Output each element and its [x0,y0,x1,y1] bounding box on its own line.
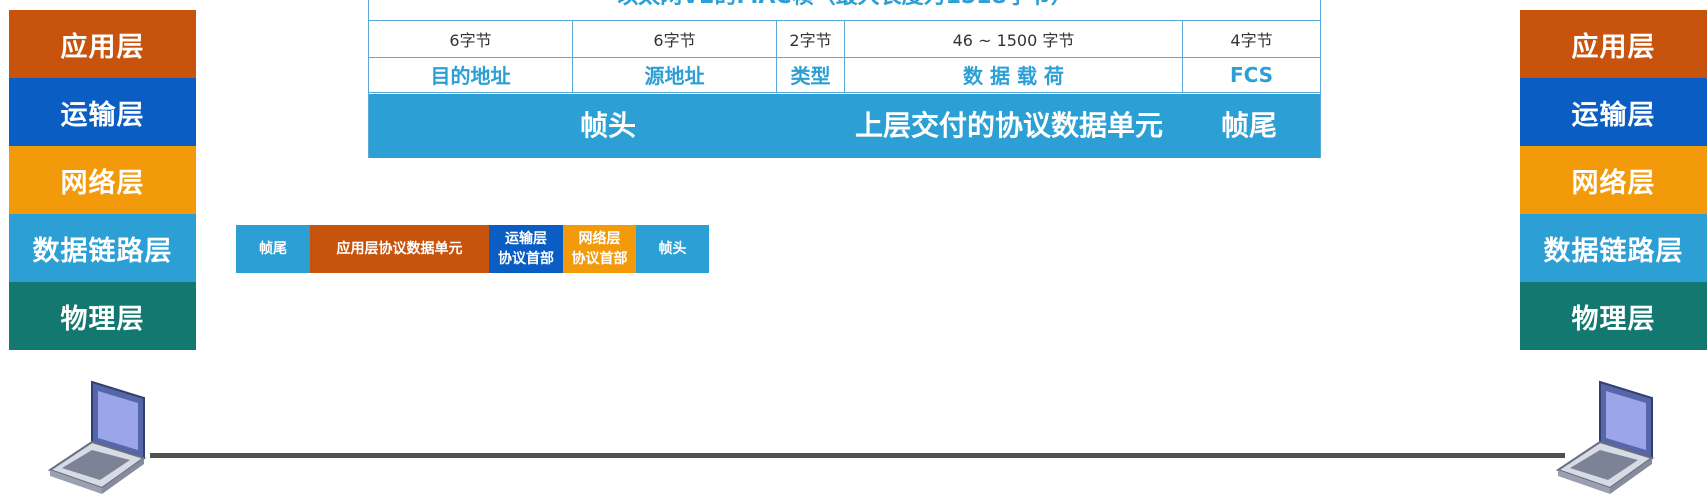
left-datalink-layer: 数据链路层 [9,214,196,282]
encapsulated-frame: 帧尾 应用层协议数据单元 运输层协议首部 网络层协议首部 帧头 [236,225,709,273]
right-network-layer: 网络层 [1520,146,1707,214]
size-type: 2字节 [777,21,845,57]
laptop-icon [48,380,147,494]
size-payload: 46 ~ 1500 字节 [845,21,1183,57]
field-type: 类型 [777,57,845,92]
pdu-transport-line2: 协议首部 [498,251,554,267]
band-tail: 帧尾 [1221,109,1278,142]
pdu-frame-tail: 帧尾 [236,225,310,273]
left-transport-layer: 运输层 [9,78,196,146]
pdu-transport-header: 运输层协议首部 [489,225,563,273]
right-transport-layer: 运输层 [1520,78,1707,146]
left-network-layer: 网络层 [9,146,196,214]
band-head: 帧头 [580,109,637,142]
size-dest: 6字节 [369,21,573,57]
pdu-network-line1: 网络层 [578,231,621,247]
size-fcs: 4字节 [1230,31,1273,50]
pdu-application-data: 应用层协议数据单元 [310,225,489,273]
left-physical-layer: 物理层 [9,282,196,350]
right-datalink-layer: 数据链路层 [1520,214,1707,282]
pdu-network-header: 网络层协议首部 [563,225,636,273]
pdu-transport-line1: 运输层 [505,231,547,247]
laptop-icon [1556,380,1655,494]
field-payload: 数 据 载 荷 [845,57,1183,92]
right-application-layer: 应用层 [1520,10,1707,78]
left-application-layer: 应用层 [9,10,196,78]
field-dest: 目的地址 [369,57,573,92]
network-link [150,453,1565,458]
field-fcs: FCS [1229,62,1274,87]
frame-title: 以太网V2的MAC帧（最大长度为1518字节） [369,0,1320,14]
size-src: 6字节 [573,21,777,57]
pdu-network-line2: 协议首部 [571,251,628,267]
left-protocol-stack: 应用层 运输层 网络层 数据链路层 物理层 [9,10,196,350]
frame-size-row: 6字节 6字节 2字节 46 ~ 1500 字节 4字节 [369,20,1320,58]
pdu-frame-head: 帧头 [636,225,709,273]
right-protocol-stack: 应用层 运输层 网络层 数据链路层 物理层 [1520,10,1707,350]
right-physical-layer: 物理层 [1520,282,1707,350]
band-payload: 上层交付的协议数据单元 [855,109,1164,142]
field-src: 源地址 [573,57,777,92]
mac-frame-table: 以太网V2的MAC帧（最大长度为1518字节） 6字节 6字节 2字节 46 ~… [368,0,1321,158]
frame-field-row: 目的地址 源地址 类型 数 据 载 荷 FCS [369,57,1320,93]
frame-band: 帧头 上层交付的协议数据单元 帧尾 [369,94,1320,158]
